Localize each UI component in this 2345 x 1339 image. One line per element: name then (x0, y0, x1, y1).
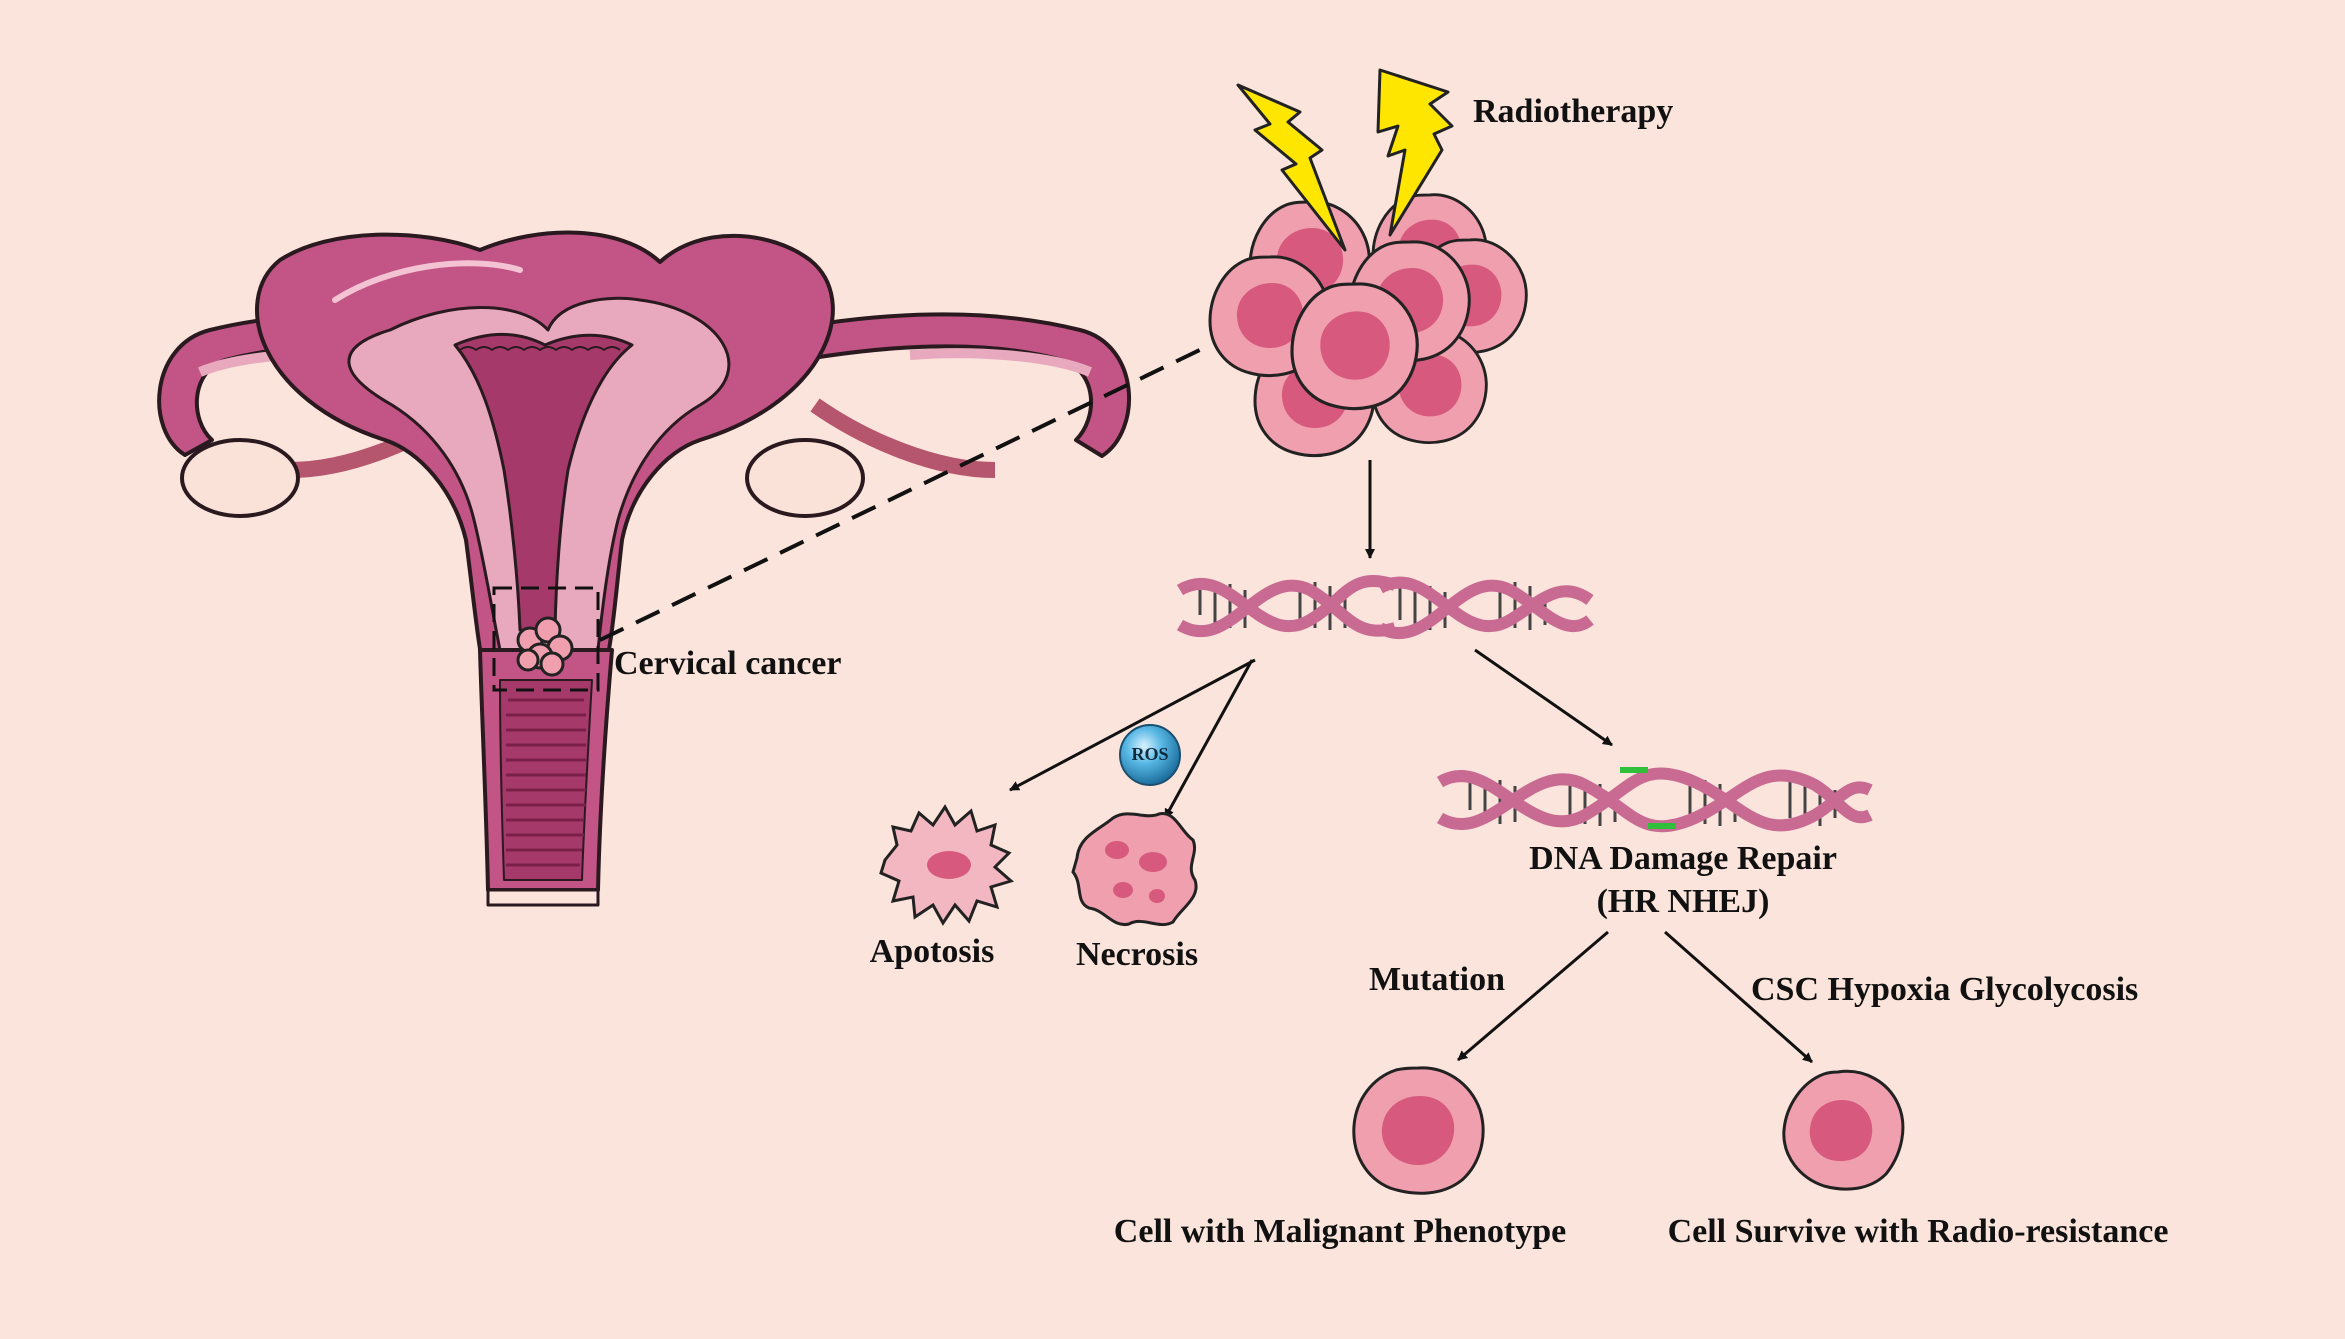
malignant-cell-icon (1352, 1066, 1485, 1195)
radiotherapy-label: Radiotherapy (1473, 93, 1674, 130)
apotosis-label: Apotosis (869, 933, 995, 970)
mutation-label: Mutation (1369, 961, 1505, 998)
csc-hypoxia-glycolycosis-label: CSC Hypoxia Glycolycosis (1751, 971, 2139, 1008)
dna-repair-methods-label: (HR NHEJ) (1596, 883, 1770, 920)
apoptotic-cell-icon (879, 804, 1015, 926)
lightning-icon (1236, 68, 1454, 252)
damaged-dna-icon (1176, 574, 1594, 640)
necrotic-cell-icon (1071, 812, 1198, 927)
zoom-connector-line (599, 343, 1211, 642)
zoom-box (492, 586, 600, 692)
ros-icon (1119, 724, 1181, 786)
arrow-to-radioresistant (1664, 930, 1813, 1064)
arrow-to-apotosis (1009, 658, 1256, 792)
radioresistant-cell-label: Cell Survive with Radio-resistance (1667, 1213, 2169, 1250)
cervical-tumor-icon (516, 616, 574, 677)
tumor-cell-cluster (1208, 193, 1528, 458)
arrow-to-necrosis (1163, 659, 1254, 819)
arrow-to-repair (1474, 648, 1613, 747)
radioresistant-cell-icon (1782, 1069, 1905, 1191)
uterus-illustration (157, 230, 1132, 907)
malignant-cell-label: Cell with Malignant Phenotype (1113, 1213, 1567, 1250)
ros-label: ROS (1131, 744, 1169, 764)
repaired-dna-icon (1436, 767, 1873, 833)
dna-repair-label: DNA Damage Repair (1529, 840, 1837, 877)
arrow-to-malignant (1457, 930, 1609, 1062)
necrosis-label: Necrosis (1075, 936, 1199, 973)
cervical-cancer-label: Cervical cancer (614, 645, 842, 682)
